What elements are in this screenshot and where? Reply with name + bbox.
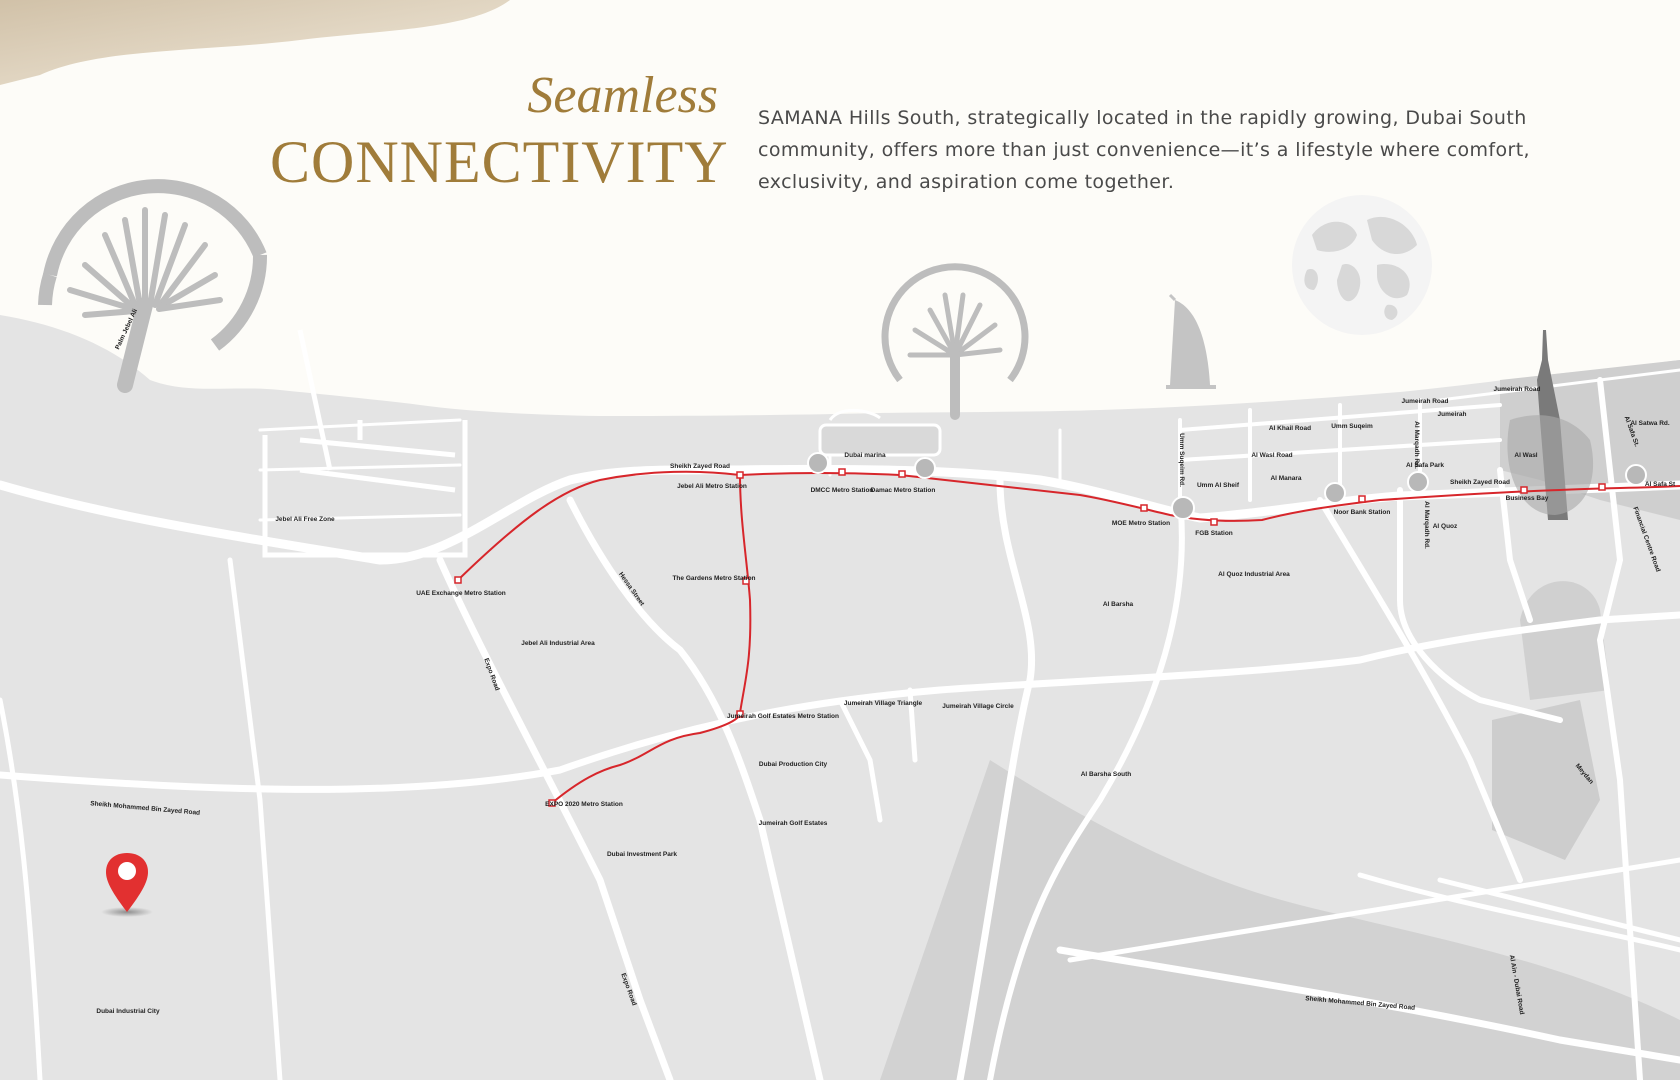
station-expo: [548, 799, 556, 807]
station-the-gardens: [742, 577, 750, 585]
label-dubai-marina: Dubai marina: [844, 452, 886, 459]
label-szr-east: Sheikh Zayed Road: [1450, 479, 1510, 486]
label-al-wasl-road: Al Wasl Road: [1251, 452, 1292, 459]
label-jafza: Jebel Ali Free Zone: [275, 516, 335, 523]
dubai-marina-icon: [818, 408, 942, 457]
label-al-barsha: Al Barsha: [1103, 601, 1134, 608]
label-jge-area: Jumeirah Golf Estates: [759, 820, 828, 827]
label-production-city: Dubai Production City: [759, 761, 828, 768]
label-expo: EXPO 2020 Metro Station: [545, 801, 623, 808]
label-jebel-ali-industrial: Jebel Ali Industrial Area: [521, 640, 595, 647]
label-business-bay: Business Bay: [1506, 495, 1549, 502]
label-the-gardens: The Gardens Metro Station: [672, 575, 755, 582]
label-umm-al-sheif: Umm Al Sheif: [1197, 482, 1240, 489]
label-jumeirah-road: Jumeirah Road: [1402, 398, 1449, 405]
station-fgb: [1210, 518, 1218, 526]
palm-jumeirah-icon: [881, 263, 1029, 420]
station-moe: [1140, 504, 1148, 512]
land-area: [0, 315, 1680, 1080]
meydan-area: [1492, 700, 1600, 860]
palm-jebel-ali-icon: [38, 179, 268, 393]
label-al-khail: Al Khail Road: [1269, 425, 1311, 432]
label-fgb: FGB Station: [1195, 530, 1233, 537]
interchanges: [807, 452, 1647, 520]
label-al-manara: Al Manara: [1270, 475, 1301, 482]
label-al-marqadh-2: Al Marqadh Rd.: [1423, 501, 1430, 549]
label-jvc: Jumeirah Village Circle: [942, 703, 1014, 710]
the-world-islands-icon: [1292, 195, 1432, 335]
burj-al-arab-icon: [1166, 293, 1216, 389]
road-network: [0, 368, 1680, 1080]
station-jebel-ali: [736, 471, 744, 479]
intro-paragraph: SAMANA Hills South, strategically locate…: [758, 107, 1530, 193]
label-al-barsha-south: Al Barsha South: [1081, 771, 1132, 778]
label-al-quoz: Al Quoz: [1433, 523, 1458, 530]
label-jebel-ali-station: Jebel Ali Metro Station: [677, 483, 747, 490]
label-jumeirah-road-2: Jumeirah Road: [1494, 386, 1541, 393]
label-umm-suqeim-rd: Umm Suqeim Rd.: [1178, 433, 1185, 487]
beach-texture: [0, 0, 510, 85]
station-damac: [898, 470, 906, 478]
label-umm-suqeim: Umm Suqeim: [1331, 423, 1373, 430]
label-jvt: Jumeirah Village Triangle: [844, 700, 923, 707]
label-jge-station: Jumeirah Golf Estates Metro Station: [727, 713, 839, 720]
label-uae-exchange: UAE Exchange Metro Station: [416, 590, 506, 597]
label-dmcc: DMCC Metro Station: [811, 487, 874, 494]
jebel-ali-port: [262, 329, 468, 558]
title-seamless: Seamless: [527, 67, 718, 124]
label-al-wasl: Al Wasl: [1514, 452, 1537, 459]
label-szr: Sheikh Zayed Road: [670, 463, 730, 470]
label-al-safa-park: Al Safa Park: [1406, 462, 1444, 469]
station-business-bay: [1520, 486, 1528, 494]
label-jumeirah: Jumeirah: [1438, 411, 1467, 418]
title-connectivity: CONNECTIVITY: [270, 129, 729, 195]
label-dic: Dubai Industrial City: [96, 1008, 160, 1015]
station-dmcc: [838, 468, 846, 476]
label-al-satwa: Al Satwa Rd.: [1630, 420, 1670, 427]
label-noor-bank: Noor Bank Station: [1334, 509, 1391, 516]
station-extra: [1598, 483, 1606, 491]
label-al-quoz-industrial: Al Quoz Industrial Area: [1218, 571, 1290, 578]
label-moe: MOE Metro Station: [1112, 520, 1170, 527]
lagoon: [1520, 581, 1610, 700]
label-damac: Damac Metro Station: [871, 487, 936, 494]
label-dip: Dubai Investment Park: [607, 851, 677, 858]
station-noor-bank: [1358, 495, 1366, 503]
location-pin-icon[interactable]: [101, 853, 153, 917]
label-al-marqadh: Al Marqadh Rd.: [1413, 421, 1420, 469]
metro-stations: [454, 468, 1606, 807]
metro-red-line: [457, 470, 1680, 804]
label-al-safa-st-2: Al Safa St: [1645, 481, 1676, 488]
darker-land-patch: [880, 760, 1680, 1080]
station-uae-exchange: [454, 576, 462, 584]
station-jge: [736, 710, 744, 718]
